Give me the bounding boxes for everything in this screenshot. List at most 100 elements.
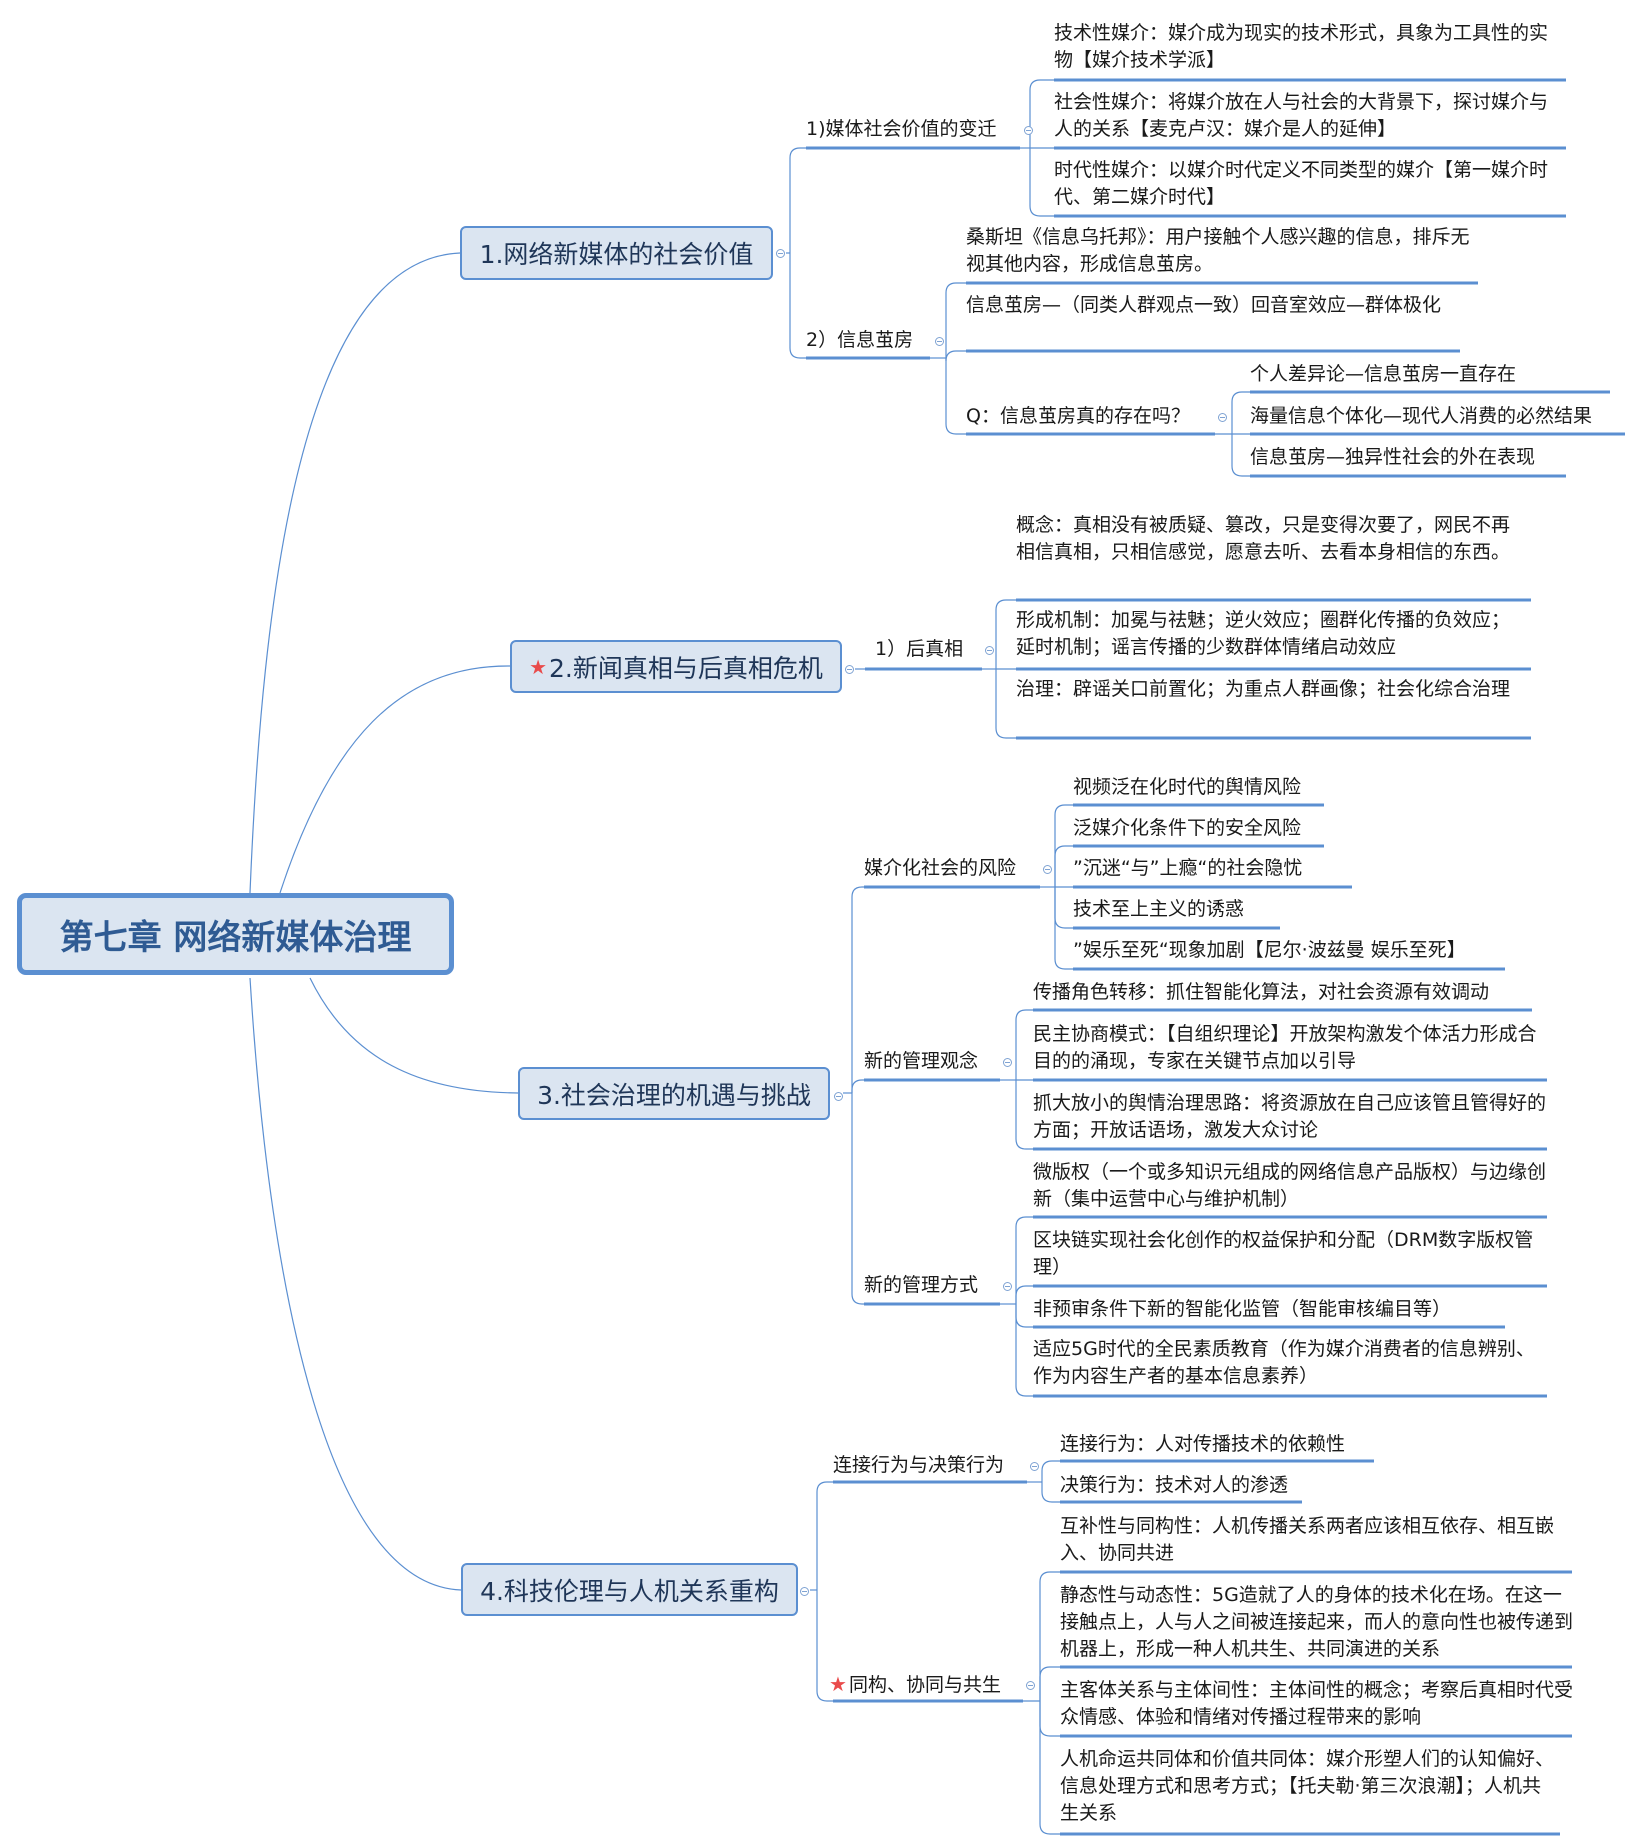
main-topic-3[interactable]: 3.社会治理的机遇与挑战 bbox=[518, 1067, 830, 1120]
connector bbox=[816, 1481, 833, 1590]
leaf-item[interactable]: ”娱乐至死“现象加剧【尼尔·波兹曼 娱乐至死】 bbox=[1073, 939, 1466, 961]
collapse-toggle-icon[interactable] bbox=[1218, 413, 1227, 422]
leaf-item[interactable]: 微版权（一个或多知识元组成的网络信息产品版权）与边缘创新（集中运营中心与维护机制… bbox=[1033, 1161, 1547, 1210]
leaf-item[interactable]: 非预审条件下新的智能化监管（智能审核编目等） bbox=[1033, 1298, 1452, 1320]
connector bbox=[851, 1079, 864, 1093]
connector bbox=[1029, 148, 1054, 217]
collapse-toggle-icon[interactable] bbox=[935, 337, 944, 346]
collapse-toggle-icon[interactable] bbox=[845, 665, 854, 674]
leaf-item[interactable]: 区块链实现社会化创作的权益保护和分配（DRM数字版权管理） bbox=[1033, 1229, 1534, 1278]
connector bbox=[1015, 1285, 1033, 1304]
collapse-toggle-icon[interactable] bbox=[1030, 1462, 1039, 1471]
leaf-item[interactable]: 信息茧房—独异性社会的外在表现 bbox=[1250, 446, 1536, 468]
root-connector bbox=[249, 977, 462, 1591]
main-topic-4[interactable]: 4.科技伦理与人机关系重构 bbox=[461, 1563, 798, 1616]
connector bbox=[1231, 391, 1250, 434]
subtopic-mediated-risks[interactable]: 媒介化社会的风险 bbox=[864, 857, 1017, 879]
subtopic-question[interactable]: Q：信息茧房真的存在吗？ bbox=[966, 405, 1190, 427]
connector bbox=[945, 358, 966, 435]
star-icon: ★ bbox=[829, 1672, 847, 1696]
main-topic-label: 1.网络新媒体的社会价值 bbox=[479, 240, 754, 269]
star-icon: ★ bbox=[529, 654, 548, 679]
connector bbox=[1015, 1080, 1033, 1150]
collapse-toggle-icon[interactable] bbox=[1024, 126, 1033, 135]
leaf-item[interactable]: 决策行为：技术对人的渗透 bbox=[1060, 1474, 1289, 1496]
connector bbox=[1029, 79, 1054, 148]
leaf-item[interactable]: 主客体关系与主体间性：主体间性的概念；考察后真相时代受众情感、体验和情绪对传播过… bbox=[1060, 1679, 1574, 1728]
root-connector bbox=[279, 665, 511, 894]
collapse-toggle-icon[interactable] bbox=[1003, 1058, 1012, 1067]
connector bbox=[1231, 434, 1250, 477]
leaf-item[interactable]: 技术至上主义的诱惑 bbox=[1073, 898, 1245, 920]
subtopic-connect-decide[interactable]: 连接行为与决策行为 bbox=[833, 1454, 1005, 1476]
connector bbox=[789, 147, 806, 253]
leaf-item[interactable]: 海量信息个体化—现代人消费的必然结果 bbox=[1250, 405, 1593, 427]
collapse-toggle-icon[interactable] bbox=[1003, 1282, 1012, 1291]
leaf-item[interactable]: 技术性媒介：媒介成为现实的技术形式，具象为工具性的实物【媒介技术学派】 bbox=[1054, 22, 1549, 71]
connector bbox=[995, 599, 1016, 669]
collapse-toggle-icon[interactable] bbox=[1026, 1681, 1035, 1690]
connector bbox=[1039, 1571, 1060, 1701]
leaf-item[interactable]: ”沉迷“与”上瘾“的社会隐忧 bbox=[1073, 857, 1303, 879]
leaf-item[interactable]: 互补性与同构性：人机传播关系两者应该相互依存、相互嵌入、协同共进 bbox=[1060, 1515, 1555, 1564]
root-connector bbox=[249, 252, 461, 894]
connector bbox=[1015, 1304, 1033, 1397]
leaf-item[interactable]: 形成机制：加冕与祛魅；逆火效应；圈群化传播的负效应；延时机制；谣言传播的少数群体… bbox=[1016, 609, 1511, 658]
leaf-item[interactable]: 社会性媒介：将媒介放在人与社会的大背景下，探讨媒介与人的关系【麦克卢汉：媒介是人… bbox=[1054, 91, 1549, 140]
collapse-toggle-icon[interactable] bbox=[1043, 865, 1052, 874]
connector bbox=[1039, 1701, 1060, 1835]
leaf-item[interactable]: 静态性与动态性：5G造就了人的身体的技术化在场。在这一接触点上，人与人之间被连接… bbox=[1060, 1584, 1574, 1660]
connector bbox=[995, 669, 1016, 739]
connector bbox=[1041, 1460, 1060, 1482]
leaf-item[interactable]: 适应5G时代的全民素质教育（作为媒介消费者的信息辨别、作为内容生产者的基本信息素… bbox=[1033, 1338, 1535, 1387]
leaf-item[interactable]: 时代性媒介：以媒介时代定义不同类型的媒介【第一媒介时代、第二媒介时代】 bbox=[1054, 159, 1549, 208]
subtopic-post-truth[interactable]: 1）后真相 bbox=[875, 638, 964, 660]
subtopic-label: 同构、协同与共生 bbox=[848, 1674, 1001, 1696]
root-connector bbox=[309, 977, 519, 1094]
leaf-item[interactable]: 传播角色转移：抓住智能化算法，对社会资源有效调动 bbox=[1033, 981, 1490, 1003]
connector bbox=[816, 1590, 833, 1702]
central-topic-label: 第七章 网络新媒体治理 bbox=[59, 917, 412, 958]
connector bbox=[945, 350, 966, 362]
collapse-toggle-icon[interactable] bbox=[834, 1092, 843, 1101]
leaf-item[interactable]: 视频泛在化时代的舆情风险 bbox=[1073, 776, 1302, 798]
subtopic-new-mgmt-concepts[interactable]: 新的管理观念 bbox=[864, 1050, 979, 1072]
connector bbox=[1054, 887, 1073, 970]
main-topic-label: 3.社会治理的机遇与挑战 bbox=[537, 1080, 811, 1110]
connector bbox=[1015, 1216, 1033, 1304]
collapse-toggle-icon[interactable] bbox=[800, 1587, 809, 1596]
subtopic-info-cocoon[interactable]: 2）信息茧房 bbox=[806, 329, 914, 351]
leaf-item[interactable]: 信息茧房—（同类人群观点一致）回音室效应—群体极化 bbox=[966, 294, 1442, 316]
leaf-item[interactable]: 概念：真相没有被质疑、篡改，只是变得次要了，网民不再相信真相，只相信感觉，愿意去… bbox=[1016, 514, 1511, 563]
connector bbox=[945, 282, 966, 358]
connector bbox=[1054, 845, 1073, 887]
subtopic-symbiosis[interactable]: ★同构、协同与共生 bbox=[829, 1671, 1001, 1699]
subtopic-new-mgmt-methods[interactable]: 新的管理方式 bbox=[864, 1274, 979, 1296]
main-topic-label: 4.科技伦理与人机关系重构 bbox=[480, 1576, 779, 1606]
connector bbox=[1054, 804, 1073, 887]
leaf-item[interactable]: 个人差异论—信息茧房一直存在 bbox=[1250, 363, 1517, 385]
main-topic-label: 2.新闻真相与后真相危机 bbox=[549, 653, 823, 683]
main-topic-1[interactable]: 1.网络新媒体的社会价值 bbox=[460, 226, 773, 280]
leaf-item[interactable]: 民主协商模式：【自组织理论】开放架构激发个体活力形成合目的的涌现，专家在关键节点… bbox=[1033, 1023, 1537, 1072]
leaf-item[interactable]: 桑斯坦《信息乌托邦》：用户接触个人感兴趣的信息，排斥无视其他内容，形成信息茧房。 bbox=[966, 226, 1470, 275]
connector bbox=[1039, 1666, 1060, 1701]
main-topic-2[interactable]: ★ 2.新闻真相与后真相危机 bbox=[510, 640, 842, 693]
connector bbox=[789, 253, 806, 359]
leaf-item[interactable]: 抓大放小的舆情治理思路：将资源放在自己应该管且管得好的方面；开放话语场，激发大众… bbox=[1033, 1092, 1547, 1141]
connector bbox=[1015, 1304, 1033, 1328]
collapse-toggle-icon[interactable] bbox=[985, 646, 994, 655]
leaf-item[interactable]: 治理：辟谣关口前置化；为重点人群画像；社会化综合治理 bbox=[1016, 678, 1511, 700]
leaf-item[interactable]: 泛媒介化条件下的安全风险 bbox=[1073, 817, 1302, 839]
connector bbox=[851, 1093, 864, 1305]
central-topic[interactable]: 第七章 网络新媒体治理 bbox=[17, 893, 454, 975]
subtopic-media-value-change[interactable]: 1)媒体社会价值的变迁 bbox=[806, 118, 997, 140]
collapse-toggle-icon[interactable] bbox=[776, 249, 785, 258]
connector bbox=[1054, 887, 1073, 929]
connector bbox=[1041, 1482, 1060, 1503]
leaf-item[interactable]: 人机命运共同体和价值共同体：媒介形塑人们的认知偏好、信息处理方式和思考方式；【托… bbox=[1060, 1748, 1555, 1824]
connector bbox=[851, 886, 864, 1093]
leaf-item[interactable]: 连接行为：人对传播技术的依赖性 bbox=[1060, 1433, 1346, 1455]
connector bbox=[1039, 1701, 1060, 1737]
